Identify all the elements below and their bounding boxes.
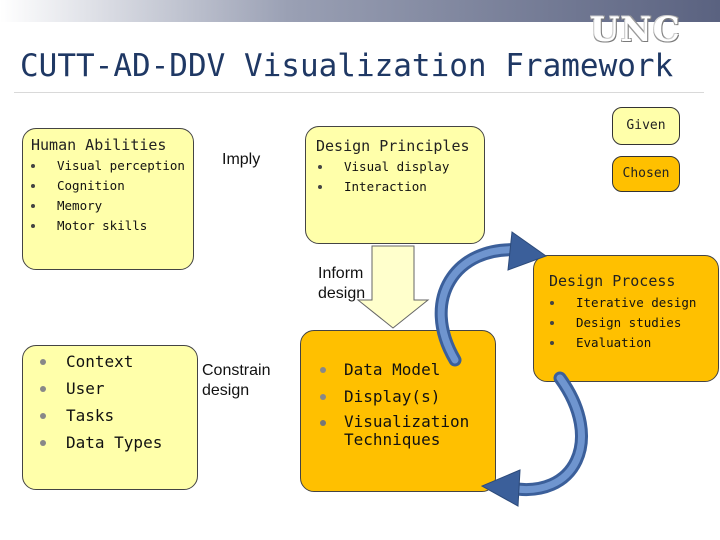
bullet-icon (31, 224, 35, 228)
title-divider (14, 92, 704, 93)
inform-design-arrow (356, 245, 430, 329)
bullet-icon (31, 204, 35, 208)
bullet-icon (40, 386, 46, 392)
bullet-icon (320, 420, 326, 426)
human-abilities-list: Visual perception Cognition Memory Motor… (31, 156, 185, 236)
list-item: Tasks (38, 402, 162, 429)
bullet-icon (31, 184, 35, 188)
bullet-icon (320, 394, 326, 400)
bullet-icon (550, 321, 554, 325)
unc-logo: UNC (590, 10, 681, 50)
list-item: Cognition (31, 176, 185, 196)
header-bar (0, 0, 720, 22)
feedback-arrow-down-head (480, 469, 521, 507)
list-item: Motor skills (31, 216, 185, 236)
inform-design-label: Inform design (318, 265, 366, 302)
design-principles-title: Design Principles (316, 137, 470, 155)
list-item: Evaluation (550, 333, 696, 353)
bullet-icon (40, 413, 46, 419)
constrain-design-label: Constrain design (202, 362, 271, 399)
context-box (22, 345, 198, 490)
bullet-icon (550, 301, 554, 305)
outputs-list: Data Model Display(s) (312, 356, 440, 410)
bullet-icon (40, 359, 46, 365)
outputs-box (300, 330, 496, 492)
list-item: Visual perception (31, 156, 185, 176)
human-abilities-box (22, 128, 194, 270)
feedback-arrow-up-head (507, 231, 548, 271)
list-item: Data Model (312, 356, 440, 383)
list-item: Design studies (550, 313, 696, 333)
human-abilities-title: Human Abilities (31, 136, 167, 154)
imply-label: Imply (222, 151, 261, 168)
bullet-icon (550, 341, 554, 345)
list-item: Display(s) (312, 383, 440, 410)
design-process-title: Design Process (549, 272, 676, 290)
bullet-icon (320, 367, 326, 373)
list-item: Context (38, 348, 162, 375)
feedback-arrow-down-inner (506, 374, 585, 493)
design-process-list: Iterative design Design studies Evaluati… (550, 293, 696, 353)
design-principles-box (305, 126, 485, 244)
bullet-icon (40, 440, 46, 446)
list-item: Iterative design (550, 293, 696, 313)
list-item: Interaction (318, 177, 449, 197)
list-item: Visual display (318, 157, 449, 177)
bullet-icon (318, 185, 322, 189)
bullet-icon (31, 164, 35, 168)
list-item: Memory (31, 196, 185, 216)
legend-chosen: Chosen (612, 156, 680, 192)
list-item: Visualization Techniques (312, 413, 469, 449)
page-title: CUTT-AD-DDV Visualization Framework (20, 48, 674, 84)
bullet-icon (318, 165, 322, 169)
list-item: Data Types (38, 429, 162, 456)
list-item: User (38, 375, 162, 402)
design-process-box (533, 255, 719, 382)
feedback-arrow-up-inner (437, 246, 524, 364)
design-principles-list: Visual display Interaction (318, 157, 449, 197)
legend-given: Given (612, 107, 680, 145)
context-list: Context User Tasks Data Types (38, 348, 162, 456)
